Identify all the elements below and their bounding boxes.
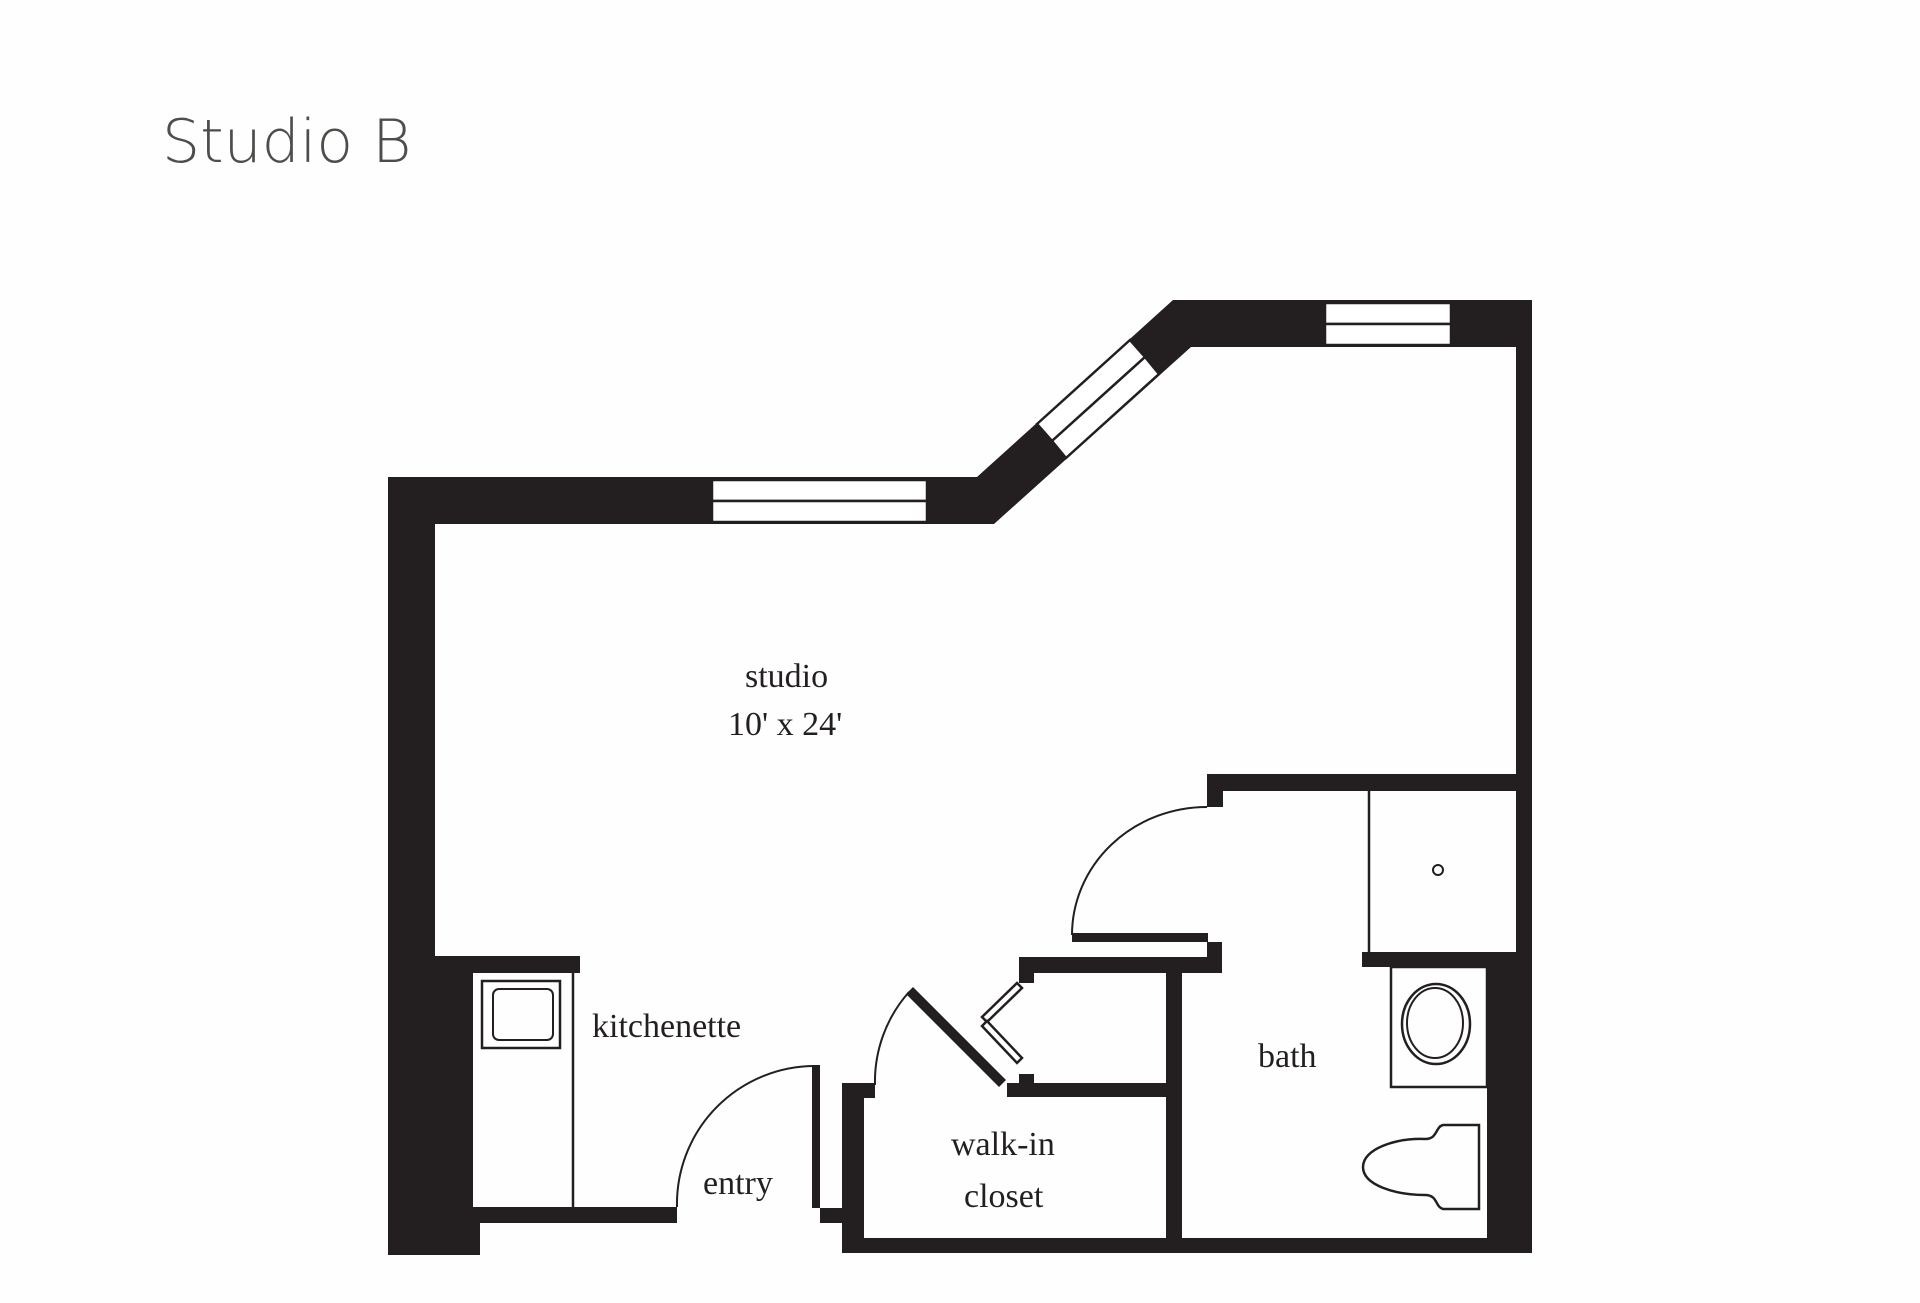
closet-label-line1: walk-in <box>951 1126 1055 1163</box>
window-left <box>710 478 929 524</box>
exterior-walls <box>388 300 1532 1255</box>
shower-drain-icon <box>1432 864 1444 876</box>
kitchenette-area <box>435 956 677 1223</box>
vanity-sink-icon <box>1389 965 1489 1089</box>
entry-label: entry <box>703 1165 773 1202</box>
studio-dimensions: 10' x 24' <box>728 706 843 743</box>
shower <box>1362 791 1516 967</box>
window-diagonal <box>1035 338 1161 460</box>
bath-label: bath <box>1258 1038 1317 1075</box>
closet-label-line2: closet <box>964 1178 1044 1215</box>
kitchenette-label: kitchenette <box>592 1008 742 1045</box>
floor-plan-title: Studio B <box>162 107 412 177</box>
bath-walls <box>1207 774 1532 1253</box>
entry-door[interactable] <box>675 1065 842 1223</box>
bifold-door[interactable] <box>980 981 1024 1065</box>
studio-label: studio <box>745 658 829 695</box>
kitchen-sink-icon <box>480 979 562 1050</box>
closet-swing-door[interactable] <box>873 987 1006 1087</box>
closet-walls <box>842 957 1222 1253</box>
window-right <box>1323 301 1453 347</box>
bath-door[interactable] <box>1071 806 1208 942</box>
toilet-icon <box>1361 1123 1481 1211</box>
